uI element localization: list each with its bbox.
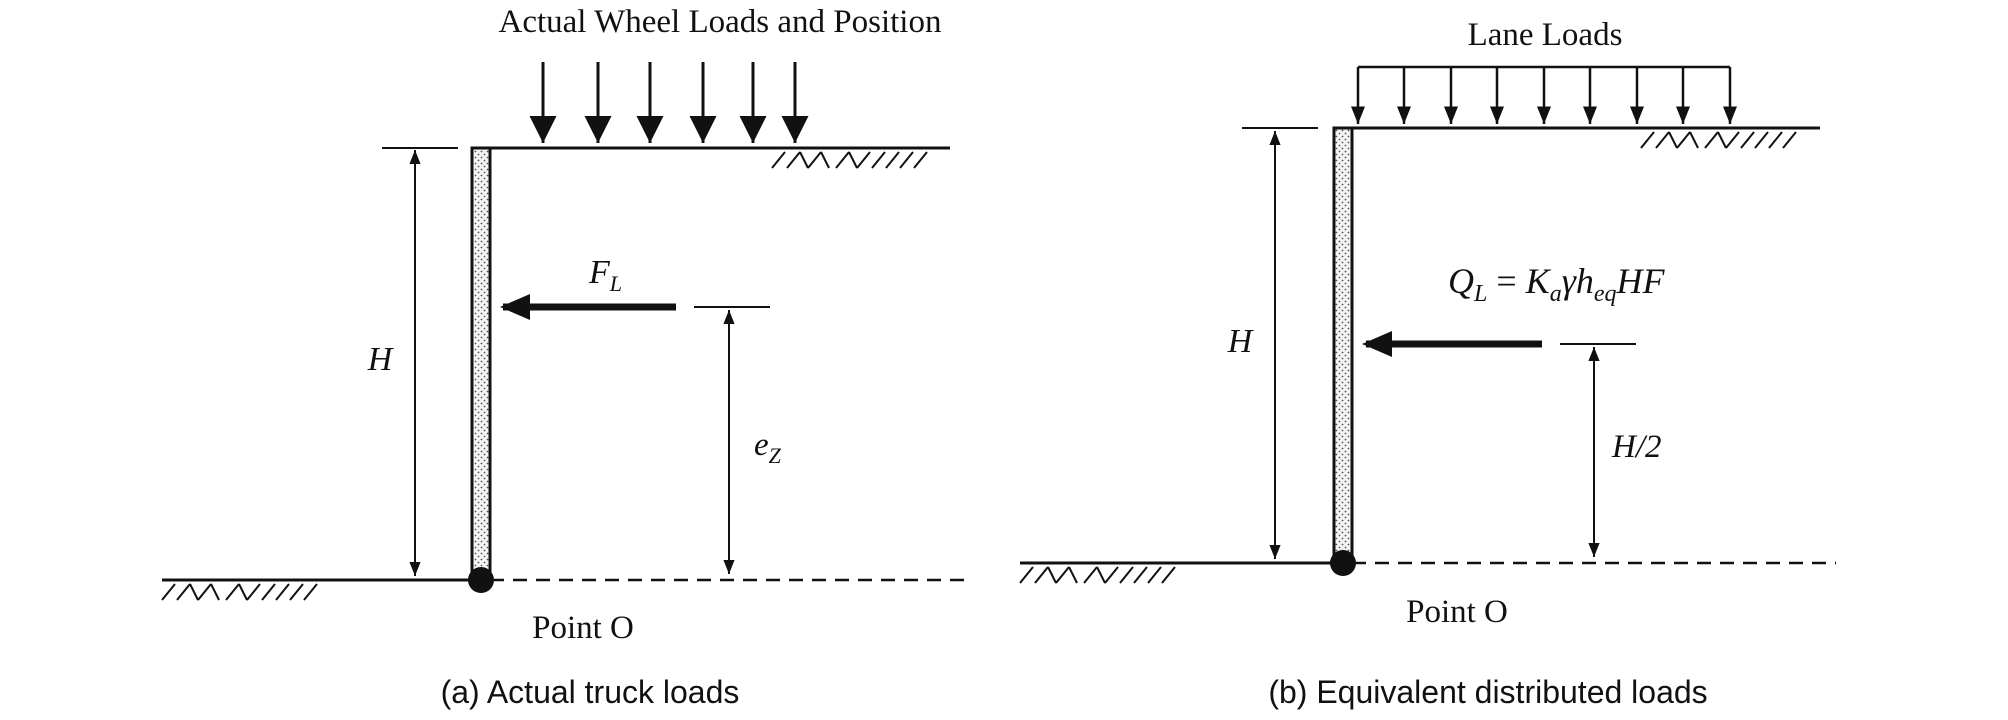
ecc-label: eZ [754, 427, 782, 468]
resultant-arrow-head [1362, 331, 1392, 357]
panel-a: Actual Wheel Loads and Position H FL eZ [161, 4, 968, 710]
lane-loads-title: Lane Loads [1468, 17, 1623, 53]
retaining-wall [470, 146, 492, 582]
lane-load-arrows [1351, 67, 1737, 124]
top-soil-hatch [771, 151, 928, 169]
height-label: H [367, 341, 395, 378]
point-o-marker [1330, 550, 1356, 576]
force-label: FL [588, 254, 622, 296]
caption-a: (a) Actual truck loads [441, 674, 740, 710]
caption-b: (b) Equivalent distributed loads [1268, 674, 1707, 710]
wheel-loads-title: Actual Wheel Loads and Position [499, 4, 942, 40]
retaining-wall [1332, 126, 1354, 565]
bottom-soil-hatch [161, 583, 318, 601]
half-height-label: H/2 [1611, 429, 1662, 465]
point-o-marker [468, 567, 494, 593]
wheel-load-arrows [529, 62, 809, 143]
force-arrow-head [500, 294, 530, 320]
point-o-label: Point O [1406, 594, 1508, 630]
panel-b: Lane Loads H QL = KaγheqHF H/ [1019, 17, 1836, 710]
height-label: H [1227, 323, 1255, 360]
point-o-label: Point O [532, 610, 634, 646]
top-soil-hatch [1640, 131, 1797, 149]
bottom-soil-hatch [1019, 566, 1176, 584]
resultant-equation: QL = KaγheqHF [1448, 261, 1666, 307]
